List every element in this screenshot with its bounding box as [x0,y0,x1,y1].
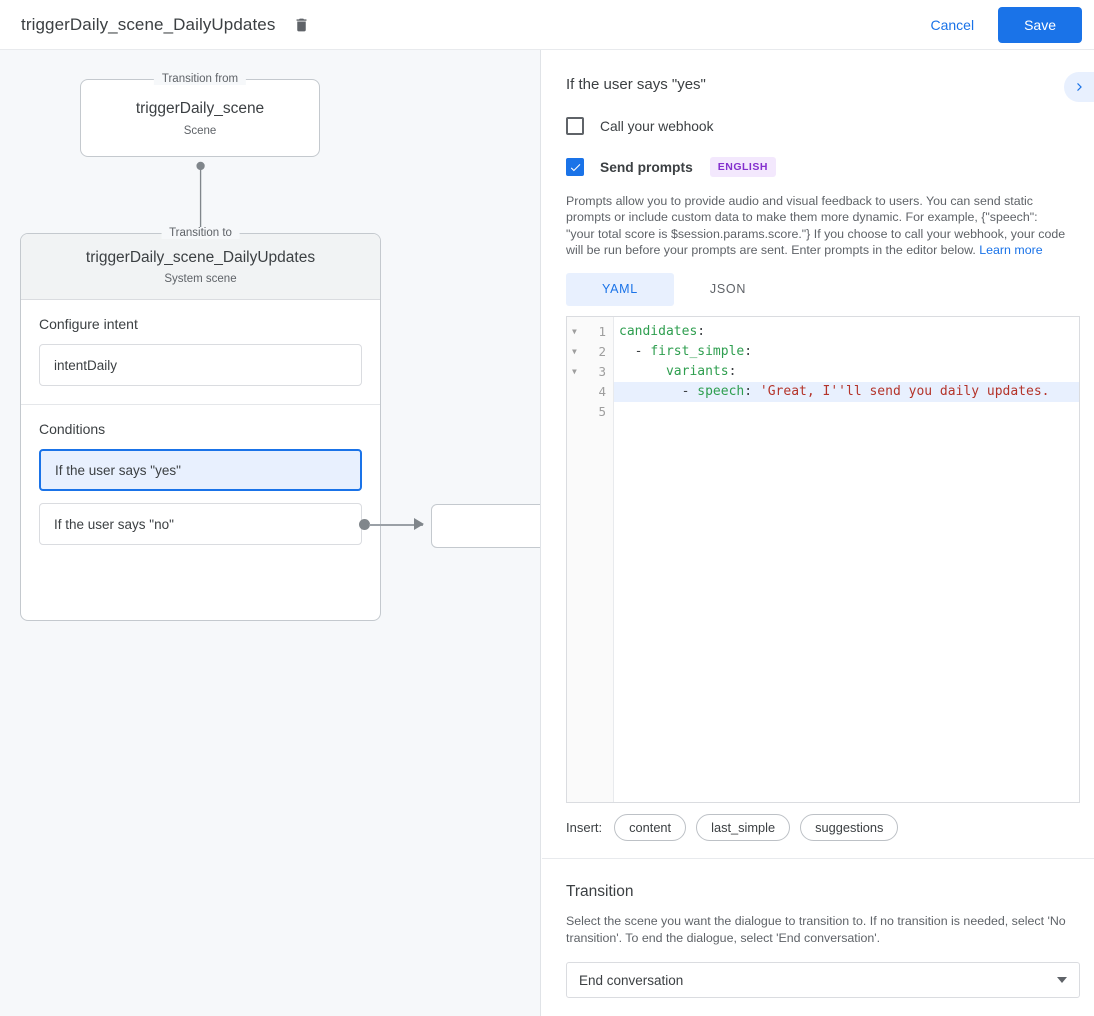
transition-to-subtitle: System scene [164,272,237,285]
editor-line-number: ▼3 [572,364,606,380]
insert-chip-content[interactable]: content [614,813,687,841]
flow-canvas[interactable]: Transition from triggerDaily_scene Scene… [0,50,541,1016]
transition-title: Transition [566,883,634,900]
configure-intent-section: Configure intent intentDaily [21,300,380,404]
condition-edge-dot [359,519,370,530]
panel-collapse-button[interactable] [1064,72,1094,102]
editor-line-number: ▼1 [572,324,606,340]
conditions-section: Conditions If the user says "yes" If the… [21,404,380,563]
transition-from-subtitle: Scene [183,124,217,137]
send-prompts-checkbox[interactable] [566,158,584,176]
conditions-label: Conditions [39,421,106,437]
editor-code-line[interactable] [614,402,1079,422]
condition-edge-line [369,523,423,526]
fold-triangle-icon[interactable]: ▼ [572,326,577,336]
editor-code-line[interactable]: candidates: [619,323,706,339]
learn-more-link[interactable]: Learn more [979,243,1043,258]
configure-intent-label: Configure intent [39,316,138,332]
editor-code-line[interactable]: variants: [665,363,737,379]
trash-icon [296,18,307,31]
editor-code-line[interactable]: - first_simple: [619,343,753,359]
transition-to-title: triggerDaily_scene_DailyUpdates [85,248,316,266]
transition-from-node[interactable]: Transition from triggerDaily_scene Scene [80,73,320,157]
transition-to-node[interactable]: Transition to triggerDaily_scene_DailyUp… [20,227,381,621]
format-tabs: YAML JSON [566,272,1068,306]
cancel-button[interactable]: Cancel [916,9,988,41]
condition-item-yes[interactable]: If the user says "yes" [39,449,362,491]
transition-select[interactable]: End conversation [566,962,1080,998]
transition-select-value: End conversation [579,972,684,988]
webhook-checkbox-row[interactable]: Call your webhook [566,117,1068,135]
top-bar: triggerDaily_scene_DailyUpdates Cancel S… [0,0,1094,50]
checkmark-icon [570,163,580,171]
webhook-label: Call your webhook [600,118,714,134]
transition-to-legend: Transition to [161,227,240,239]
delete-button[interactable] [289,13,313,37]
intent-field[interactable]: intentDaily [39,344,362,386]
chevron-right-icon [1076,83,1082,91]
editor-line-number: ▼2 [572,344,606,360]
send-prompts-checkbox-row[interactable]: Send prompts ENGLISH [566,157,1068,177]
save-button[interactable]: Save [998,6,1082,43]
insert-chips-row: Insert: content last_simple suggestions [566,813,1068,841]
editor-code-line[interactable]: - speech: 'Great, I''ll send you daily u… [614,381,1079,402]
page-title: triggerDaily_scene_DailyUpdates [21,14,276,34]
tab-json[interactable]: JSON [674,273,782,306]
insert-chip-last-simple[interactable]: last_simple [696,813,791,841]
chevron-down-icon [1057,977,1067,983]
panel-content: If the user says "yes" Call your webhook… [542,50,1094,841]
top-bar-actions: Cancel Save [916,6,1094,43]
condition-edge-arrowhead [414,518,424,530]
prompts-description-text: Prompts allow you to provide audio and v… [566,194,1066,258]
fold-triangle-icon[interactable]: ▼ [572,346,577,356]
tab-yaml[interactable]: YAML [566,272,674,306]
transition-from-legend: Transition from [153,73,247,85]
prompts-description: Prompts allow you to provide audio and v… [566,193,1068,259]
transition-description: Select the scene you want the dialogue t… [566,914,1066,945]
send-prompts-label: Send prompts [600,159,693,175]
transition-to-header: triggerDaily_scene_DailyUpdates System s… [21,234,380,300]
fold-triangle-icon[interactable]: ▼ [572,366,577,376]
transition-section: Transition Select the scene you want the… [566,883,1080,998]
next-node-partial[interactable] [431,504,540,548]
condition-item-no[interactable]: If the user says "no" [39,503,362,545]
editor-line-number: 4 [598,384,606,400]
language-badge: ENGLISH [709,157,776,177]
insert-chip-suggestions[interactable]: suggestions [800,813,899,841]
insert-label: Insert: [566,819,603,835]
section-divider [542,858,1094,859]
transition-from-title: triggerDaily_scene [135,99,265,117]
prompt-code-editor[interactable]: ▼1 ▼2 ▼3 4 5 candidates: - first_simple: var… [566,315,1080,803]
webhook-checkbox[interactable] [566,117,584,135]
editor-line-number: 5 [598,404,606,420]
editor-code-area[interactable]: candidates: - first_simple: variants: - … [614,317,1079,802]
panel-title: If the user says "yes" [566,76,706,93]
editor-gutter: ▼1 ▼2 ▼3 4 5 [567,316,614,802]
details-panel: If the user says "yes" Call your webhook… [542,50,1094,1016]
